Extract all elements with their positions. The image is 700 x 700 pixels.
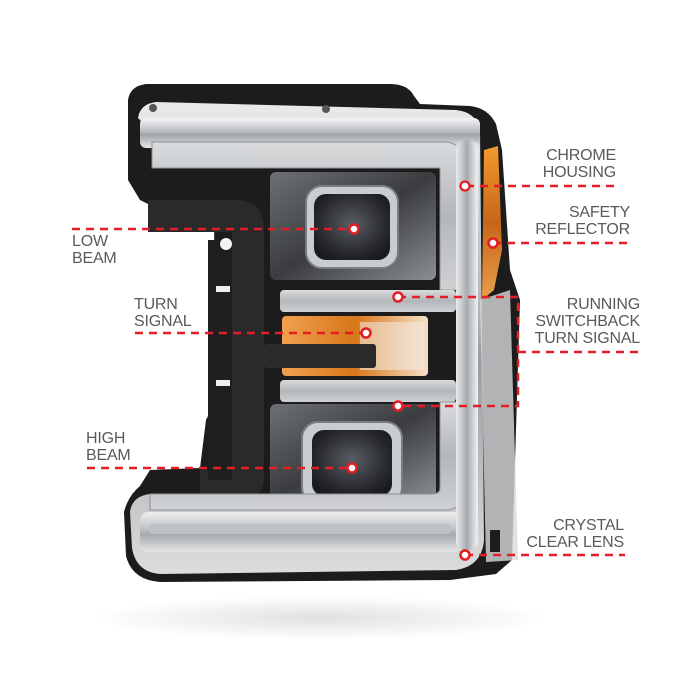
mount-screw: [149, 104, 157, 112]
label-line: BEAM: [86, 447, 131, 464]
mount-tab: [490, 530, 500, 552]
chrome-housing-marker: [459, 180, 471, 192]
bottom-drl-strip: [150, 524, 450, 534]
label-line: SWITCHBACK: [535, 313, 640, 330]
label-line: CHROME: [546, 147, 616, 164]
crystal-lens-marker: [459, 549, 471, 561]
low-beam-marker: [348, 223, 360, 235]
running-upper-marker: [392, 291, 404, 303]
bracket-spine: [208, 240, 232, 480]
middle-drl-bar: [280, 290, 456, 312]
floor-shadow: [90, 596, 550, 640]
top-chrome-brow: [140, 118, 480, 148]
label-turn-signal: TURN SIGNAL: [134, 296, 192, 330]
callout-lines: [72, 184, 640, 557]
label-crystal-clear-lens: CRYSTAL CLEAR LENS: [520, 517, 624, 551]
label-line: TURN: [134, 296, 178, 313]
label-line: LOW: [72, 233, 108, 250]
label-chrome-housing: CHROME HOUSING: [520, 147, 616, 181]
callout-markers: [346, 180, 499, 561]
high-beam-marker: [346, 462, 358, 474]
mount-screw: [322, 105, 330, 113]
bracket-slot: [216, 380, 230, 386]
running-lower-marker: [392, 400, 404, 412]
label-line: CLEAR LENS: [526, 534, 624, 551]
right-chrome-edge: [456, 140, 478, 550]
lower-drl-bar: [280, 380, 456, 402]
bracket-slot: [216, 286, 230, 292]
turn-signal-marker: [360, 327, 372, 339]
bottom-drl-bar: [149, 401, 463, 511]
side-clear-lens: [480, 290, 518, 562]
label-line: REFLECTOR: [535, 221, 630, 238]
label-line: CRYSTAL: [553, 517, 624, 534]
safety-reflector-marker: [487, 237, 499, 249]
turn-signal-strap: [264, 344, 376, 368]
label-low-beam: LOW BEAM: [72, 233, 117, 267]
label-line: TURN SIGNAL: [534, 330, 641, 347]
label-line: HOUSING: [542, 164, 616, 181]
label-high-beam: HIGH BEAM: [86, 430, 131, 464]
label-line: BEAM: [72, 250, 117, 267]
left-bracket: [148, 200, 264, 500]
label-line: SAFETY: [568, 204, 630, 221]
bracket-hole: [220, 238, 232, 250]
label-line: SIGNAL: [134, 313, 192, 330]
side-marker-reflector: [482, 146, 502, 300]
label-line: RUNNING: [566, 296, 640, 313]
label-running-switchback: RUNNING SWITCHBACK TURN SIGNAL: [520, 296, 641, 347]
label-safety-reflector: SAFETY REFLECTOR: [520, 204, 630, 238]
label-line: HIGH: [86, 430, 126, 447]
